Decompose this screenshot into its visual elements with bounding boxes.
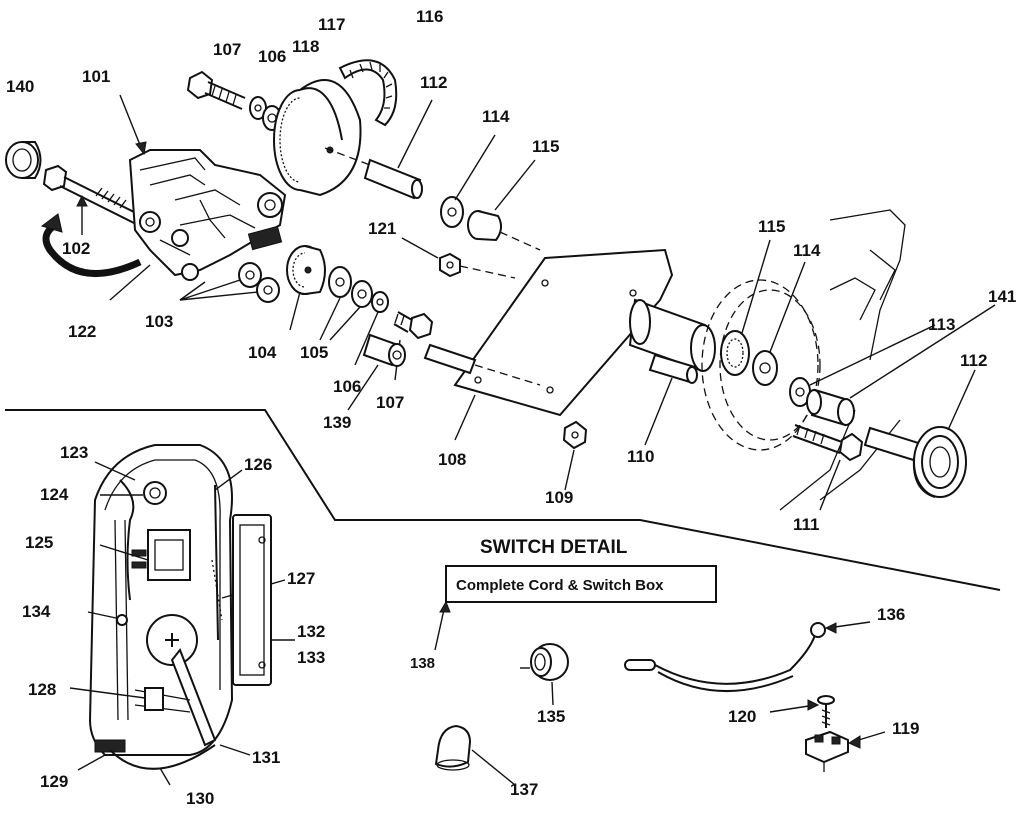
divider-dash (264, 409, 336, 521)
part-115-right-bearing (720, 239, 771, 376)
part-103-washers (179, 262, 280, 303)
switch-box-housing (88, 444, 234, 756)
part-129-130-131-cord-exit (77, 739, 251, 786)
label-106-top: 106 (258, 47, 286, 66)
part-114-upper-washer (440, 134, 496, 228)
part-105-washers (319, 266, 373, 341)
section-title: SWITCH DETAIL (480, 537, 628, 558)
part-124-button (100, 481, 167, 505)
arrow-138 (439, 600, 451, 613)
label-138: 138 (410, 655, 435, 672)
label-104: 104 (248, 343, 277, 362)
part-114-right-washer (752, 261, 806, 386)
label-141: 141 (988, 287, 1016, 306)
part-112-axle-hub (863, 369, 976, 498)
label-115-top: 115 (532, 137, 559, 156)
part-121-nut (401, 237, 516, 279)
label-118: 118 (292, 37, 319, 56)
label-125: 125 (25, 533, 53, 552)
label-131: 131 (252, 748, 280, 767)
leader-123 (94, 461, 136, 481)
label-137: 137 (510, 780, 538, 799)
label-129: 129 (40, 772, 68, 791)
part-132-133-cover (232, 514, 295, 686)
part-140-cap (5, 141, 42, 179)
cord-switch-box-label: Complete Cord & Switch Box (456, 577, 664, 594)
part-122-rotation-arrow (40, 213, 151, 301)
label-122: 122 (68, 322, 96, 341)
part-117-large-gear (273, 79, 362, 197)
part-110-tube (628, 298, 716, 446)
label-132: 132 (297, 622, 325, 641)
label-135: 135 (537, 707, 565, 726)
label-121: 121 (368, 219, 396, 238)
part-119-terminal-block (805, 730, 886, 772)
part-111-bolt (792, 424, 864, 511)
label-133: 133 (297, 648, 325, 667)
part-115-upper-bearing (467, 159, 541, 251)
part-101-gearbox-housing (119, 94, 287, 281)
label-124: 124 (40, 485, 69, 504)
part-wheel-outline (701, 279, 821, 451)
label-134: 134 (22, 602, 51, 621)
label-109: 109 (545, 488, 573, 507)
label-116: 116 (416, 7, 443, 26)
label-112-right: 112 (960, 351, 987, 370)
label-115-right: 115 (758, 217, 785, 236)
part-plate-shaft (423, 343, 541, 386)
part-112-upper-shaft (324, 99, 433, 200)
part-107-top-bolt (186, 70, 246, 110)
part-137-wire-nut (434, 724, 516, 786)
label-103: 103 (145, 312, 173, 331)
part-116-belt (338, 59, 398, 127)
label-102: 102 (62, 239, 90, 258)
label-107: 107 (376, 393, 404, 412)
label-119: 119 (892, 719, 919, 738)
part-136-wire-lead (624, 621, 871, 693)
label-110: 110 (627, 447, 654, 466)
label-140: 140 (6, 77, 34, 96)
part-141-spacer (806, 304, 996, 427)
label-128: 128 (28, 680, 56, 699)
part-108-plate (453, 248, 674, 441)
label-108: 108 (438, 450, 466, 469)
label-126: 126 (244, 455, 272, 474)
label-120: 120 (728, 707, 756, 726)
part-frame-outline (779, 209, 906, 511)
part-125-switch (99, 529, 191, 581)
part-120-screw (769, 695, 835, 728)
label-123: 123 (60, 443, 88, 462)
part-106-washer (354, 291, 389, 366)
part-128-contacts (69, 687, 191, 713)
label-111: 111 (793, 515, 820, 534)
label-127: 127 (287, 569, 315, 588)
label-130: 130 (186, 789, 214, 808)
label-106: 106 (333, 377, 361, 396)
part-109-nut (562, 420, 588, 491)
part-135-grommet (520, 643, 569, 706)
label-112-top: 112 (420, 73, 447, 92)
label-114-right: 114 (793, 241, 821, 260)
part-139-spacer (347, 333, 406, 411)
part-104-pulley (286, 245, 326, 331)
label-107-top: 107 (213, 40, 241, 59)
part-switch-lever (146, 614, 217, 747)
label-105: 105 (300, 343, 328, 362)
part-102-bolt (42, 164, 141, 235)
label-117: 117 (318, 15, 345, 34)
label-136: 136 (877, 605, 905, 624)
cord-switch-box-frame (445, 565, 717, 603)
label-101: 101 (82, 67, 110, 86)
label-114-top: 114 (482, 107, 510, 126)
label-113: 113 (928, 315, 955, 334)
label-139: 139 (323, 413, 351, 432)
part-134-screw (87, 611, 128, 626)
